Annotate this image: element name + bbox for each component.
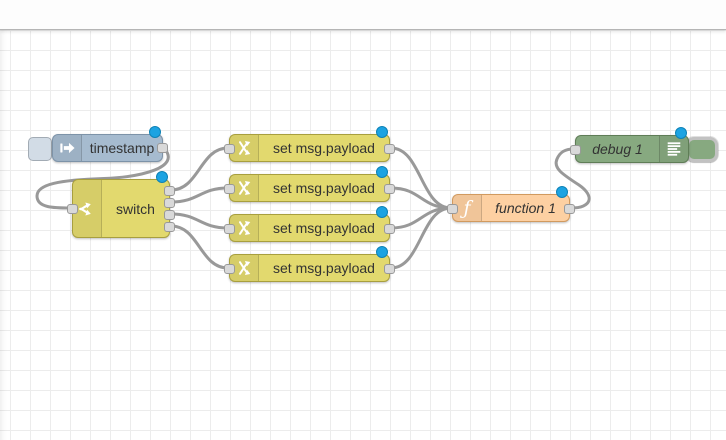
wire-switch3-to-change3[interactable] [169,212,230,230]
output-port[interactable] [157,143,168,153]
node-change-3[interactable]: set msg.payload [224,206,395,242]
wire-switch1-to-change1[interactable] [169,146,230,192]
wire-change4-to-function[interactable] [389,206,453,270]
output-port[interactable] [384,184,395,194]
changed-indicator [376,206,388,218]
output-port-4[interactable] [164,222,175,232]
node-label: switch [116,200,155,217]
output-port-1[interactable] [164,186,175,196]
changed-indicator [376,166,388,178]
node-label: set msg.payload [273,180,375,196]
wire-switch2-to-change2[interactable] [169,186,230,204]
debug-output-icon [659,136,688,162]
output-port[interactable] [384,144,395,154]
workspace-top-edge [0,0,726,30]
input-port[interactable] [570,145,581,155]
input-port[interactable] [224,264,235,274]
wire-switch4-to-change4[interactable] [169,224,230,270]
output-port[interactable] [384,264,395,274]
debug-enable-toggle[interactable] [686,137,718,162]
output-port[interactable] [384,224,395,234]
node-switch[interactable]: switch [67,171,175,238]
changed-indicator [156,171,168,183]
node-change-2[interactable]: set msg.payload [224,166,395,202]
node-label: timestamp [89,140,155,156]
node-function-1[interactable]: ƒ function 1 [447,186,575,222]
wire-function-to-debug[interactable] [554,147,591,210]
changed-indicator [376,126,388,138]
inject-arrow-icon [53,135,82,161]
input-port[interactable] [224,144,235,154]
changed-indicator [376,246,388,258]
node-change-1[interactable]: set msg.payload [224,126,395,162]
changed-indicator [675,127,687,139]
inject-button[interactable] [28,137,52,161]
node-label: set msg.payload [273,140,375,156]
node-label: function 1 [495,200,556,216]
input-port[interactable] [67,204,78,214]
output-port[interactable] [564,204,575,214]
input-port[interactable] [447,204,458,214]
input-port[interactable] [224,184,235,194]
shuffle-icon [230,215,259,241]
changed-indicator [556,186,568,198]
node-inject-timestamp[interactable]: timestamp [52,126,168,162]
node-label: debug 1 [592,141,643,157]
input-port[interactable] [224,224,235,234]
wire-timestamp-to-switch[interactable] [35,146,170,210]
node-label: set msg.payload [273,220,375,236]
shuffle-icon [230,135,259,161]
output-port-2[interactable] [164,198,175,208]
node-debug-1[interactable]: debug 1 [570,127,689,163]
changed-indicator [149,126,161,138]
node-change-4[interactable]: set msg.payload [224,246,395,282]
output-port-3[interactable] [164,210,175,220]
node-label: set msg.payload [273,260,375,276]
